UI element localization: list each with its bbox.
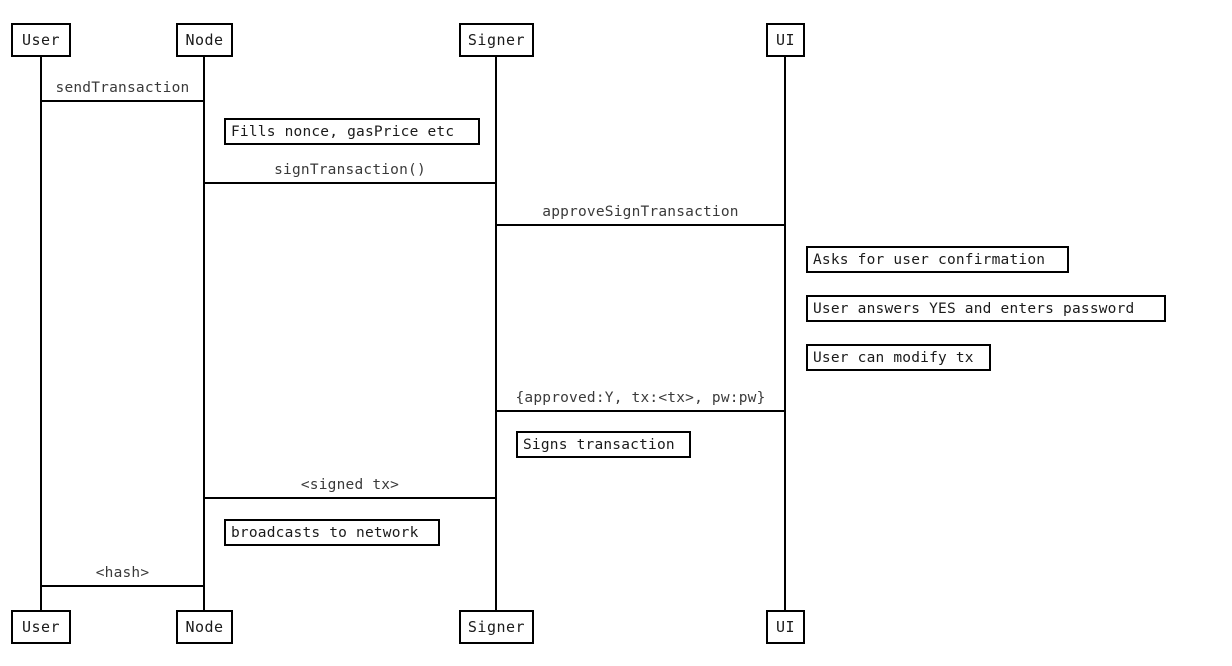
note-n1[interactable]: Fills nonce, gasPrice etc	[224, 118, 480, 145]
message-line-m2	[203, 182, 497, 184]
message-label-m6: <hash>	[95, 565, 150, 581]
actor-user-top[interactable]: User	[11, 23, 71, 57]
note-text: User can modify tx	[813, 349, 974, 366]
message-line-m3	[495, 224, 786, 226]
actor-label: User	[21, 31, 61, 49]
actor-node-bottom[interactable]: Node	[176, 610, 233, 644]
note-text: Fills nonce, gasPrice etc	[231, 123, 455, 140]
message-label-m2: signTransaction()	[274, 162, 426, 178]
note-n3[interactable]: User answers YES and enters password	[806, 295, 1166, 322]
note-n5[interactable]: Signs transaction	[516, 431, 691, 458]
message-label-m1: sendTransaction	[55, 80, 190, 96]
note-n4[interactable]: User can modify tx	[806, 344, 991, 371]
message-line-m6	[40, 585, 205, 587]
actor-label: UI	[775, 31, 796, 49]
actor-ui-top[interactable]: UI	[766, 23, 805, 57]
actor-user-bottom[interactable]: User	[11, 610, 71, 644]
note-text: Signs transaction	[523, 436, 675, 453]
note-n6[interactable]: broadcasts to network	[224, 519, 440, 546]
actor-label: Signer	[467, 31, 526, 49]
lifeline-ui	[784, 57, 786, 610]
actor-label: Signer	[467, 618, 526, 636]
actor-label: UI	[775, 618, 796, 636]
note-text: User answers YES and enters password	[813, 300, 1135, 317]
note-text: broadcasts to network	[231, 524, 419, 541]
actor-signer-bottom[interactable]: Signer	[459, 610, 534, 644]
note-text: Asks for user confirmation	[813, 251, 1046, 268]
message-line-m1	[40, 100, 205, 102]
actor-ui-bottom[interactable]: UI	[766, 610, 805, 644]
lifeline-signer	[495, 57, 497, 610]
actor-signer-top[interactable]: Signer	[459, 23, 534, 57]
lifeline-node	[203, 57, 205, 610]
note-n2[interactable]: Asks for user confirmation	[806, 246, 1069, 273]
actor-label: User	[21, 618, 61, 636]
actor-label: Node	[185, 618, 224, 636]
message-label-m5: <signed tx>	[300, 477, 400, 493]
message-line-m5	[203, 497, 497, 499]
actor-label: Node	[185, 31, 224, 49]
message-line-m4	[495, 410, 786, 412]
lifeline-user	[40, 57, 42, 610]
message-label-m3: approveSignTransaction	[542, 204, 739, 220]
message-label-m4: {approved:Y, tx:<tx>, pw:pw}	[515, 390, 766, 406]
actor-node-top[interactable]: Node	[176, 23, 233, 57]
